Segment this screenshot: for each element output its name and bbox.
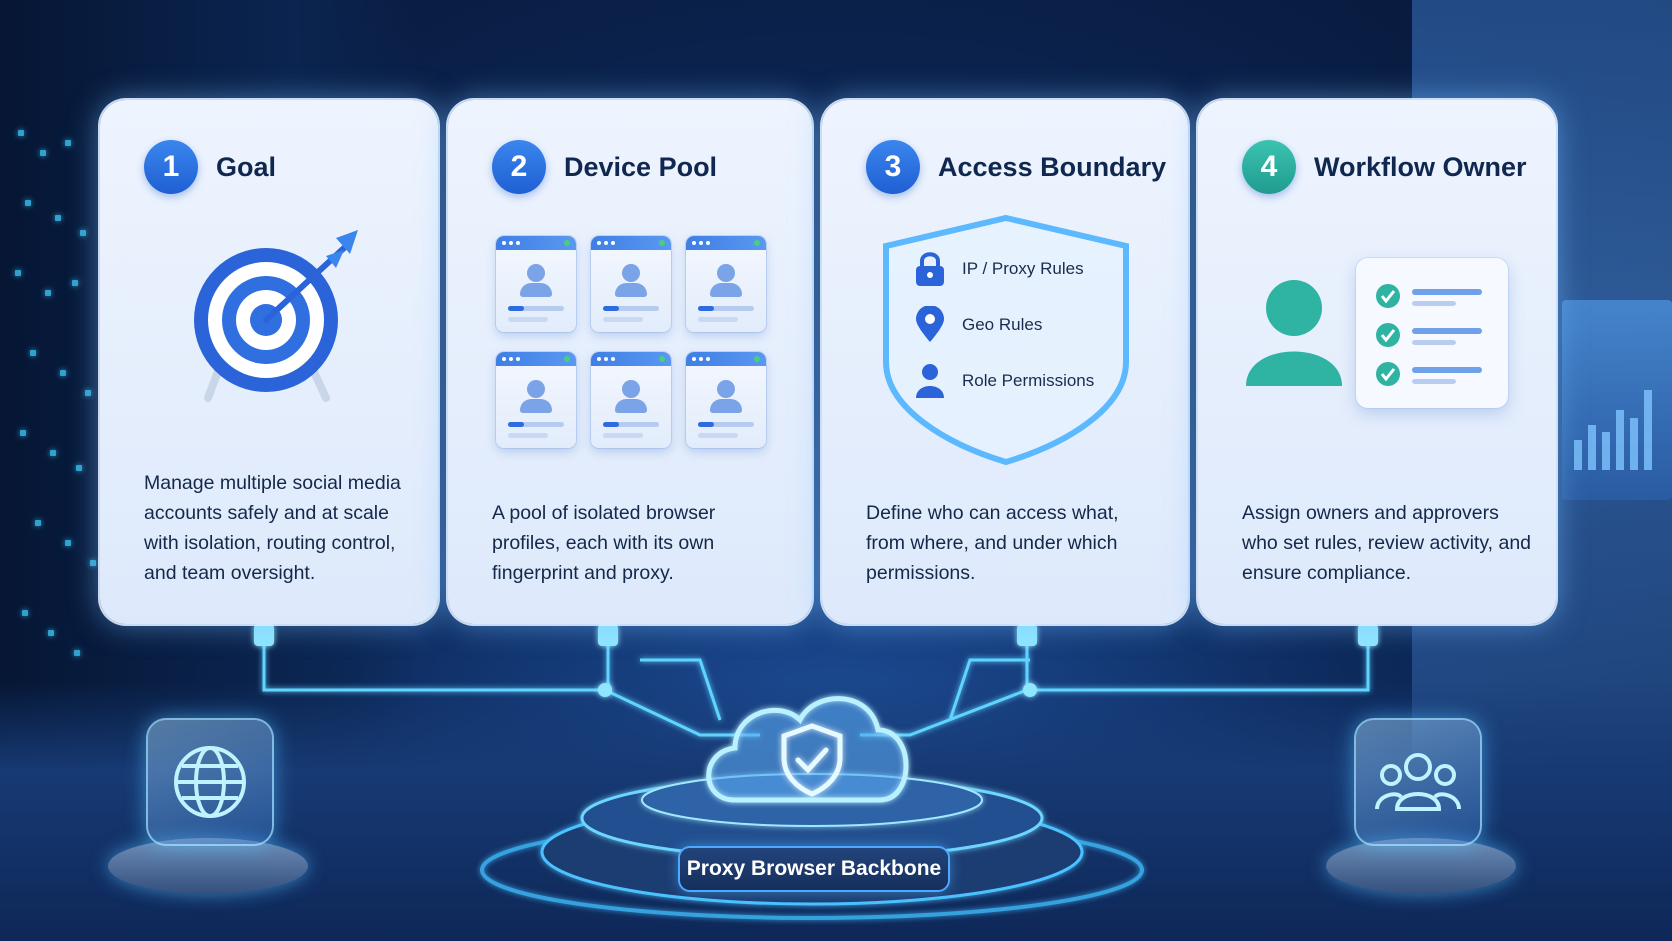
map-pin-icon xyxy=(916,306,944,342)
step-number-badge: 4 xyxy=(1242,140,1296,194)
browser-profile-icon xyxy=(496,236,576,332)
shield-icon xyxy=(883,214,1129,466)
step-number-badge: 1 xyxy=(144,140,198,194)
backbone-label: Proxy Browser Backbone xyxy=(680,848,948,890)
rule-role-permissions: Role Permissions xyxy=(914,362,1094,400)
card-description: Assign owners and approvers who set rule… xyxy=(1242,502,1532,584)
browser-profile-icon xyxy=(686,352,766,448)
lock-icon xyxy=(916,252,944,286)
users-group-icon xyxy=(1375,753,1461,811)
rule-label: Geo Rules xyxy=(962,315,1043,334)
card-access-boundary: 3 Access Boundary IP / Proxy Rules Geo R… xyxy=(822,100,1188,624)
checklist-icon xyxy=(1356,258,1508,408)
left-pedestal xyxy=(108,838,308,894)
rule-geo: Geo Rules xyxy=(914,306,1042,344)
rule-label: IP / Proxy Rules xyxy=(962,259,1084,278)
left-cube xyxy=(148,720,272,844)
browser-profile-icon xyxy=(496,352,576,448)
browser-profile-icon xyxy=(591,352,671,448)
step-number-badge: 3 xyxy=(866,140,920,194)
person-icon xyxy=(1246,280,1342,386)
background-bar-graphic xyxy=(1570,380,1660,470)
rule-ip-proxy: IP / Proxy Rules xyxy=(914,250,1084,288)
globe-icon xyxy=(174,746,246,818)
server-lights xyxy=(10,120,110,720)
card-workflow-owner: 4 Workflow Owner Assign owners and appro… xyxy=(1198,100,1556,624)
card-description: A pool of isolated browser profiles, eac… xyxy=(492,502,716,584)
right-pedestal xyxy=(1326,838,1516,894)
card-title: Workflow Owner xyxy=(1314,151,1527,182)
card-title: Goal xyxy=(216,151,277,182)
target-arrow-icon xyxy=(194,230,358,402)
card-description: Manage multiple social media accounts sa… xyxy=(144,472,401,584)
right-cube xyxy=(1356,720,1480,844)
card-title: Device Pool xyxy=(564,151,718,182)
card-title: Access Boundary xyxy=(938,151,1167,182)
card-description: Define who can access what, from where, … xyxy=(866,502,1119,584)
browser-profile-icon xyxy=(686,236,766,332)
step-number-badge: 2 xyxy=(492,140,546,194)
browser-profile-icon xyxy=(591,236,671,332)
card-device-pool: 2 Device Pool A pool of isolated browser… xyxy=(448,100,812,624)
person-icon xyxy=(916,364,944,398)
rule-label: Role Permissions xyxy=(962,371,1095,390)
card-goal: 1 Goal Manage multiple social media acco… xyxy=(100,100,438,624)
